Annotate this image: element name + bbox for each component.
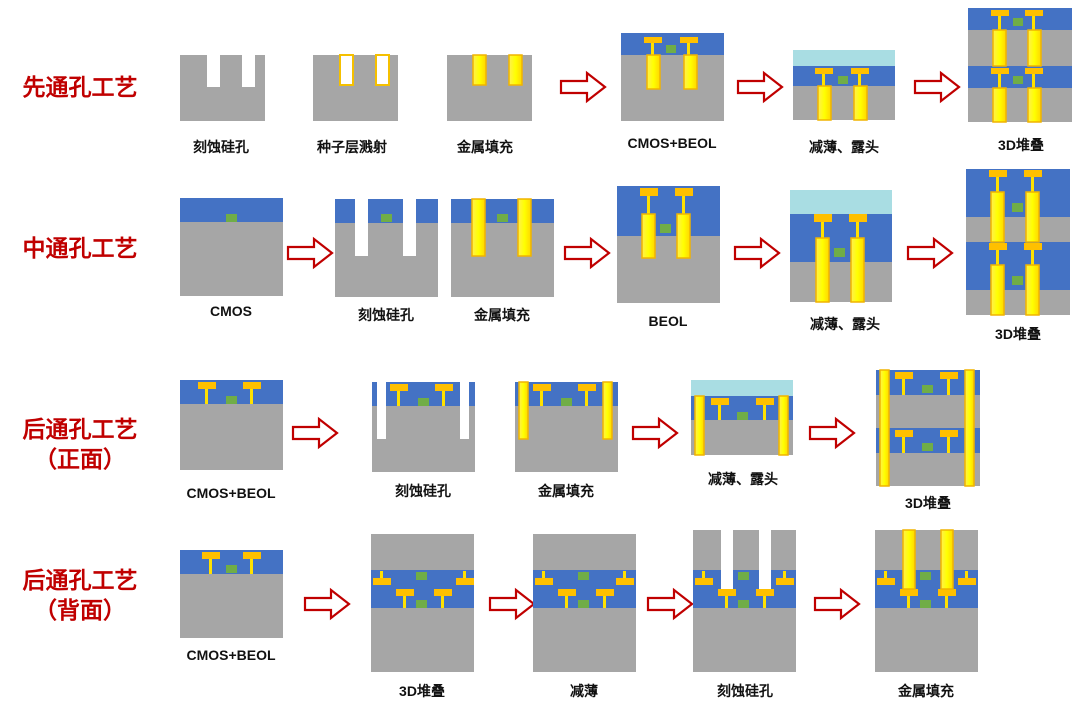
row-title-tsv-first: 先通孔工艺: [10, 72, 150, 102]
r2-metal-fill: [451, 198, 554, 297]
r2-cmos: [180, 198, 283, 296]
r3-thin-reveal: [691, 380, 793, 456]
r3-metal-fill: [515, 381, 618, 472]
row-title-tsv-middle: 中通孔工艺: [10, 233, 150, 263]
r1-thin-reveal: [793, 50, 895, 121]
r1-3d-stack: [968, 8, 1072, 123]
caption-metal-fill: 金属填充: [538, 483, 594, 499]
r3-cmos-beol: [180, 380, 283, 470]
caption-thin-reveal: 减薄、露头: [809, 139, 879, 155]
caption-cmos-beol: CMOS+BEOL: [627, 135, 717, 151]
r2-beol: [617, 186, 720, 303]
caption-metal-fill: 金属填充: [474, 307, 530, 323]
row-title-line1: 后通孔工艺: [22, 416, 138, 442]
r1-cmos-beol: [621, 33, 724, 121]
caption-cmos-beol: CMOS+BEOL: [186, 647, 276, 663]
row-title-line2: （背面）: [34, 597, 126, 623]
caption-thin-reveal: 减薄、露头: [810, 316, 880, 332]
r1-seed-sputter: [313, 54, 398, 121]
r2-thin-reveal: [790, 190, 892, 303]
r3-3d-stack: [876, 369, 980, 487]
row-title-tsv-last-back: 后通孔工艺 （背面）: [10, 565, 150, 625]
r4-thinning: [533, 534, 636, 672]
caption-cmos: CMOS: [210, 303, 252, 319]
caption-metal-fill: 金属填充: [457, 139, 513, 155]
r3-etch-tsv: [372, 382, 475, 472]
row-title-line1: 中通孔工艺: [22, 235, 138, 261]
r4-3d-stack: [371, 534, 474, 672]
caption-3d-stack: 3D堆叠: [399, 683, 445, 699]
r1-metal-fill: [447, 54, 532, 121]
r4-metal-fill: [875, 529, 978, 672]
caption-beol: BEOL: [648, 313, 688, 329]
caption-seed-sputter: 种子层溅射: [317, 139, 387, 155]
caption-thin-reveal: 减薄、露头: [708, 471, 778, 487]
caption-thinning: 减薄: [570, 683, 598, 699]
caption-etch-tsv: 刻蚀硅孔: [193, 139, 249, 155]
caption-etch-tsv: 刻蚀硅孔: [358, 307, 414, 323]
r2-3d-stack: [966, 169, 1070, 316]
caption-metal-fill: 金属填充: [898, 683, 954, 699]
caption-etch-tsv: 刻蚀硅孔: [395, 483, 451, 499]
caption-3d-stack: 3D堆叠: [995, 326, 1041, 342]
caption-etch-tsv: 刻蚀硅孔: [717, 683, 773, 699]
r2-etch-tsv: [335, 199, 438, 297]
row-title-line1: 先通孔工艺: [22, 74, 138, 100]
caption-cmos-beol: CMOS+BEOL: [186, 485, 276, 501]
row-title-line2: （正面）: [34, 446, 126, 472]
r4-cmos-beol: [180, 550, 283, 638]
r1-etch-tsv: [180, 55, 265, 121]
caption-3d-stack: 3D堆叠: [998, 137, 1044, 153]
r4-etch-tsv: [693, 530, 796, 672]
row-title-tsv-last-front: 后通孔工艺 （正面）: [10, 414, 150, 474]
row-title-line1: 后通孔工艺: [22, 567, 138, 593]
caption-3d-stack: 3D堆叠: [905, 495, 951, 511]
